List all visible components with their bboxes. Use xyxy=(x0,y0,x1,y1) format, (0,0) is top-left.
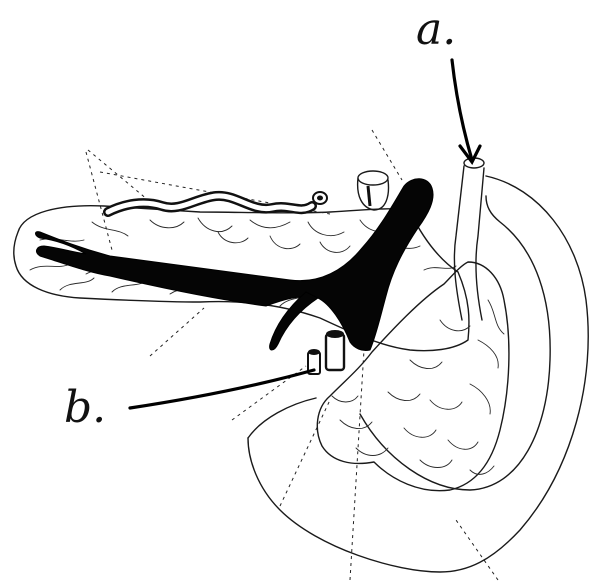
portal-stub xyxy=(358,171,389,210)
common-bile-duct xyxy=(454,158,484,320)
label-b: b. xyxy=(64,382,106,433)
label-a: a. xyxy=(416,4,456,55)
leader-lines xyxy=(86,130,498,580)
accessory-duct xyxy=(308,330,344,374)
arrow-b xyxy=(130,370,314,408)
pancreatic-duct xyxy=(36,179,434,351)
arrow-a xyxy=(452,60,480,162)
